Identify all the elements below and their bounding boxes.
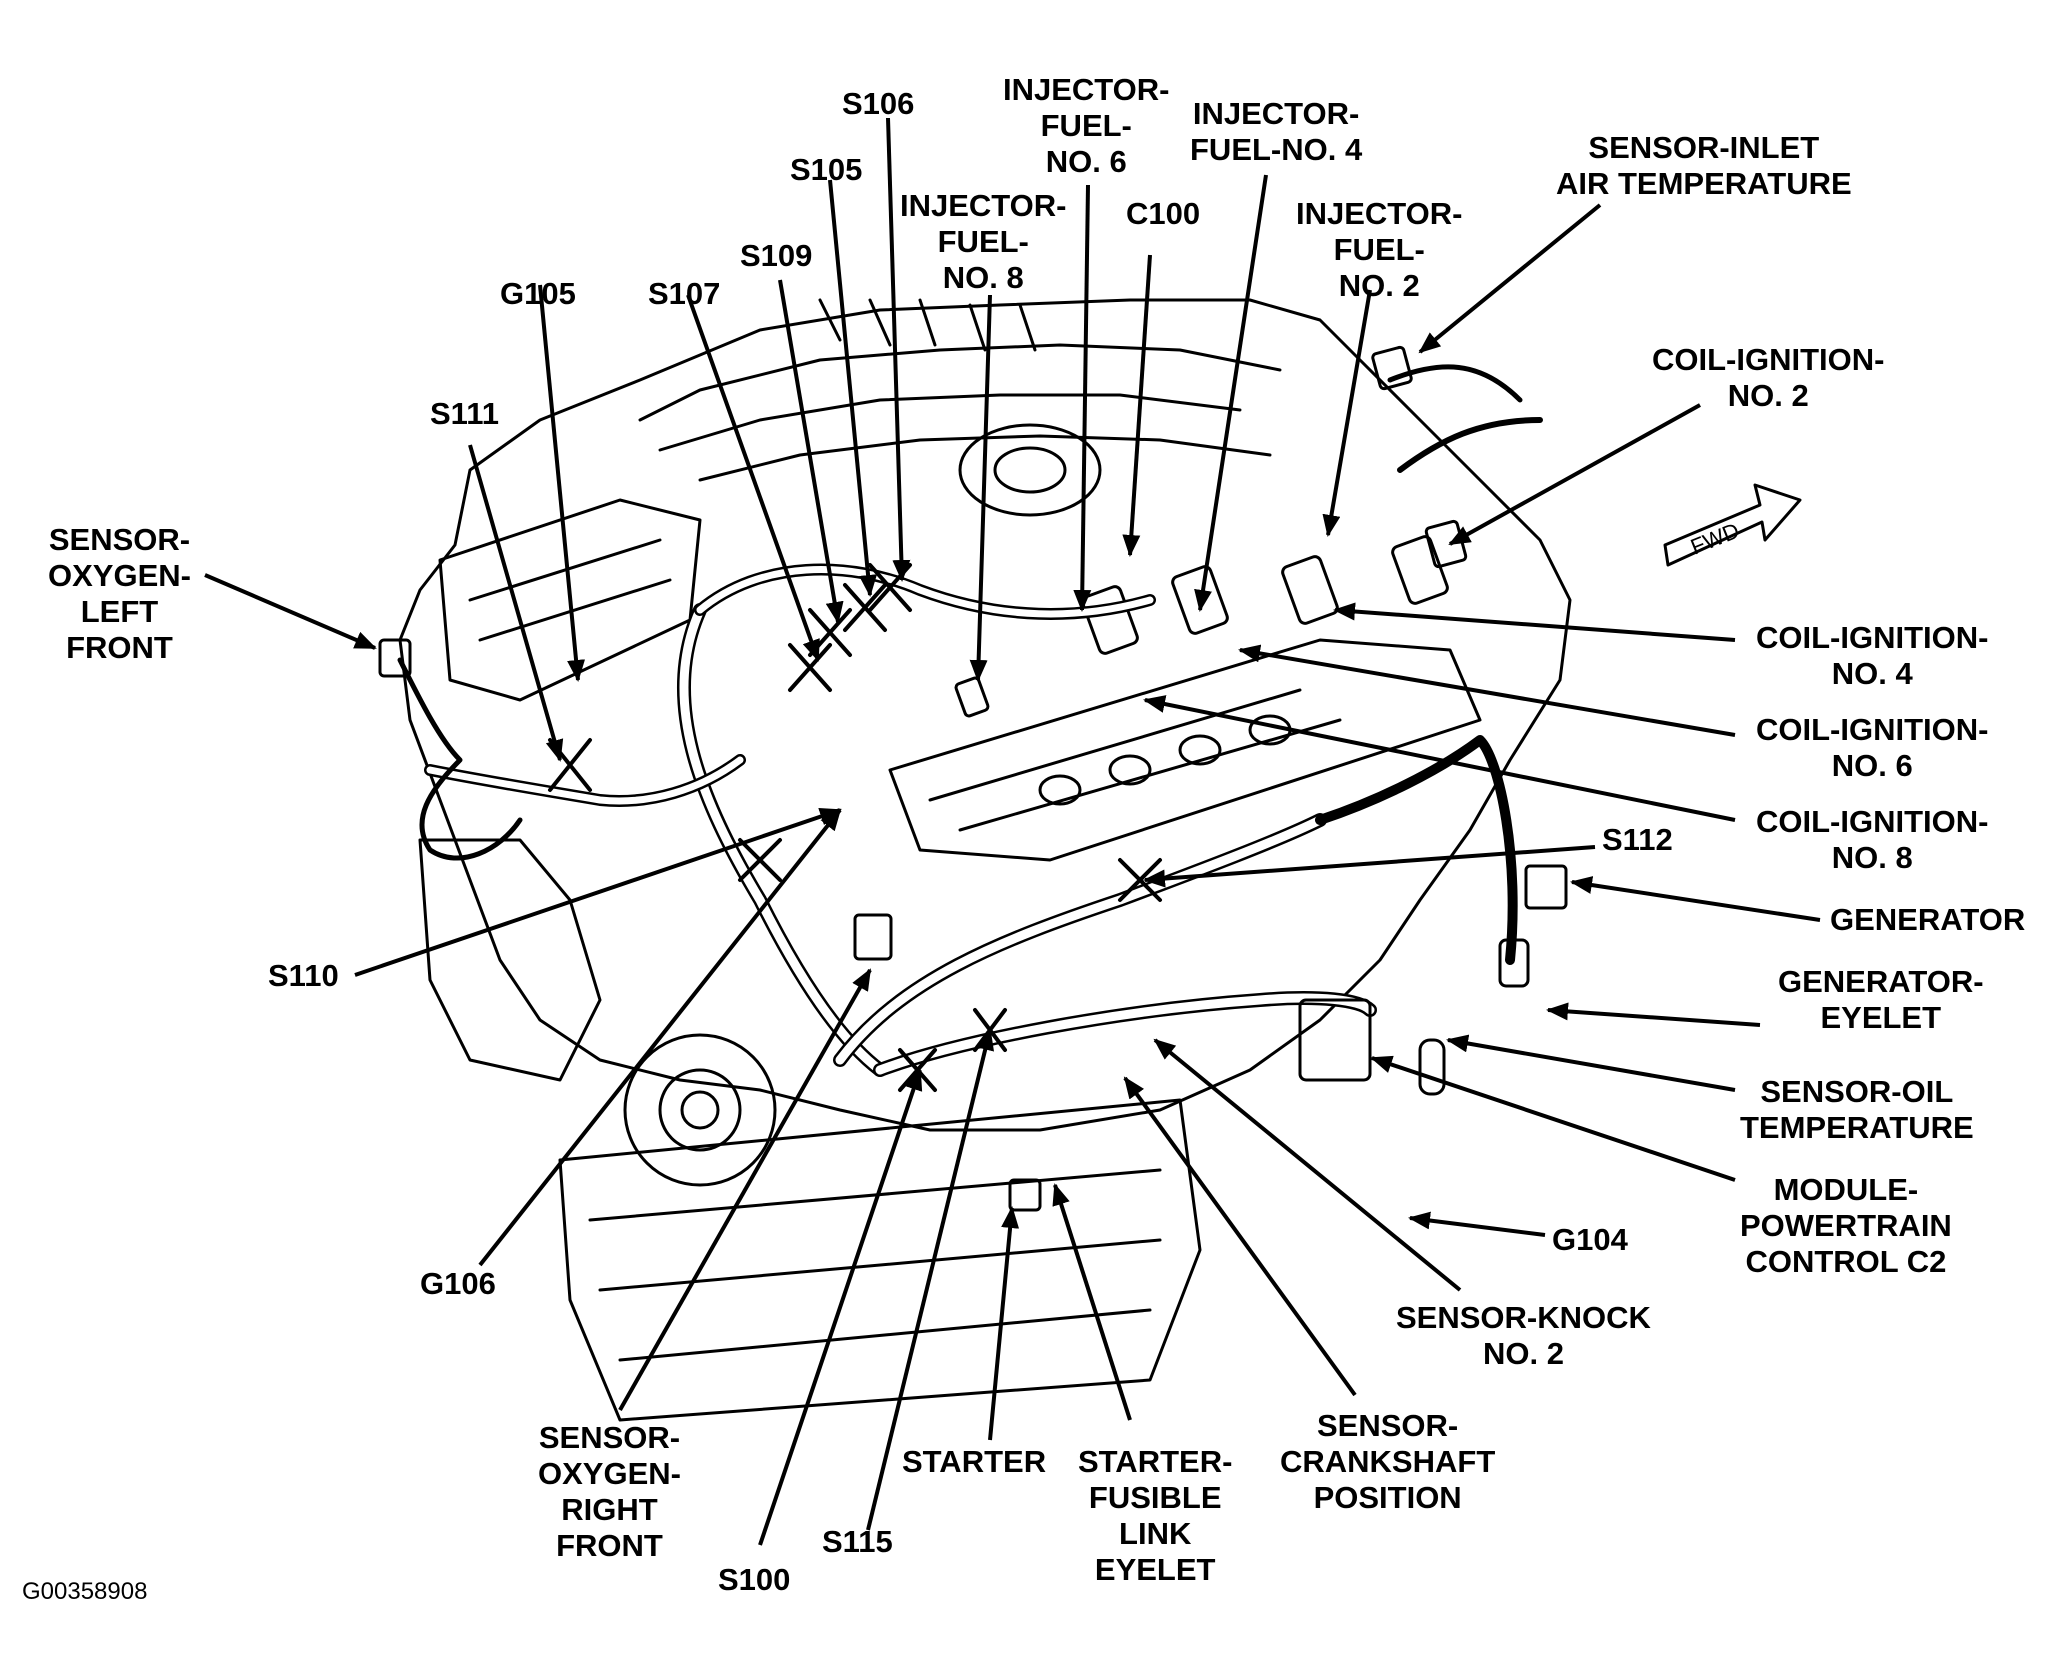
label-s111: S111 — [430, 396, 499, 431]
label-injector-fuel-no8: INJECTOR- FUEL- NO. 8 — [900, 188, 1067, 295]
label-injector-fuel-no4: INJECTOR- FUEL-NO. 4 — [1190, 96, 1363, 167]
label-sensor-inlet-air-temperature: SENSOR-INLET AIR TEMPERATURE — [1556, 130, 1852, 201]
label-c100: C100 — [1126, 196, 1201, 231]
figure-id: G00358908 — [22, 1578, 148, 1605]
label-sensor-oxygen-right-front: SENSOR- OXYGEN- RIGHT FRONT — [538, 1420, 681, 1563]
label-s105: S105 — [790, 152, 863, 187]
label-s107: S107 — [648, 276, 721, 311]
label-s112: S112 — [1602, 822, 1673, 857]
fwd-arrow-icon: FWD — [1663, 483, 1802, 567]
label-sensor-crankshaft-position: SENSOR- CRANKSHAFT POSITION — [1280, 1408, 1496, 1515]
label-s106: S106 — [842, 86, 915, 121]
label-g105: G105 — [500, 276, 576, 311]
label-coil-ignition-no4: COIL-IGNITION- NO. 4 — [1756, 620, 1989, 691]
label-generator-eyelet: GENERATOR- EYELET — [1778, 964, 1984, 1035]
label-sensor-knock-no2: SENSOR-KNOCK NO. 2 — [1396, 1300, 1651, 1371]
label-generator: GENERATOR — [1830, 902, 2026, 937]
label-injector-fuel-no2: INJECTOR- FUEL- NO. 2 — [1296, 196, 1463, 303]
label-coil-ignition-no2: COIL-IGNITION- NO. 2 — [1652, 342, 1885, 413]
label-starter-fusible-link-eyelet: STARTER- FUSIBLE LINK EYELET — [1078, 1444, 1233, 1587]
label-s115: S115 — [822, 1524, 893, 1559]
engine-illustration — [378, 298, 1572, 1422]
label-coil-ignition-no6: COIL-IGNITION- NO. 6 — [1756, 712, 1989, 783]
label-injector-fuel-no6: INJECTOR- FUEL- NO. 6 — [1003, 72, 1170, 179]
label-s110: S110 — [268, 958, 339, 993]
label-g106: G106 — [420, 1266, 496, 1301]
label-s109: S109 — [740, 238, 813, 273]
label-coil-ignition-no8: COIL-IGNITION- NO. 8 — [1756, 804, 1989, 875]
leader-lines — [204, 117, 1821, 1546]
label-module-powertrain-control-c2: MODULE- POWERTRAIN CONTROL C2 — [1740, 1172, 1952, 1279]
label-sensor-oxygen-left-front: SENSOR- OXYGEN- LEFT FRONT — [48, 522, 191, 665]
label-sensor-oil-temperature: SENSOR-OIL TEMPERATURE — [1740, 1074, 1974, 1145]
label-s100: S100 — [718, 1562, 791, 1597]
label-g104: G104 — [1552, 1222, 1628, 1257]
label-starter: STARTER — [902, 1444, 1047, 1479]
